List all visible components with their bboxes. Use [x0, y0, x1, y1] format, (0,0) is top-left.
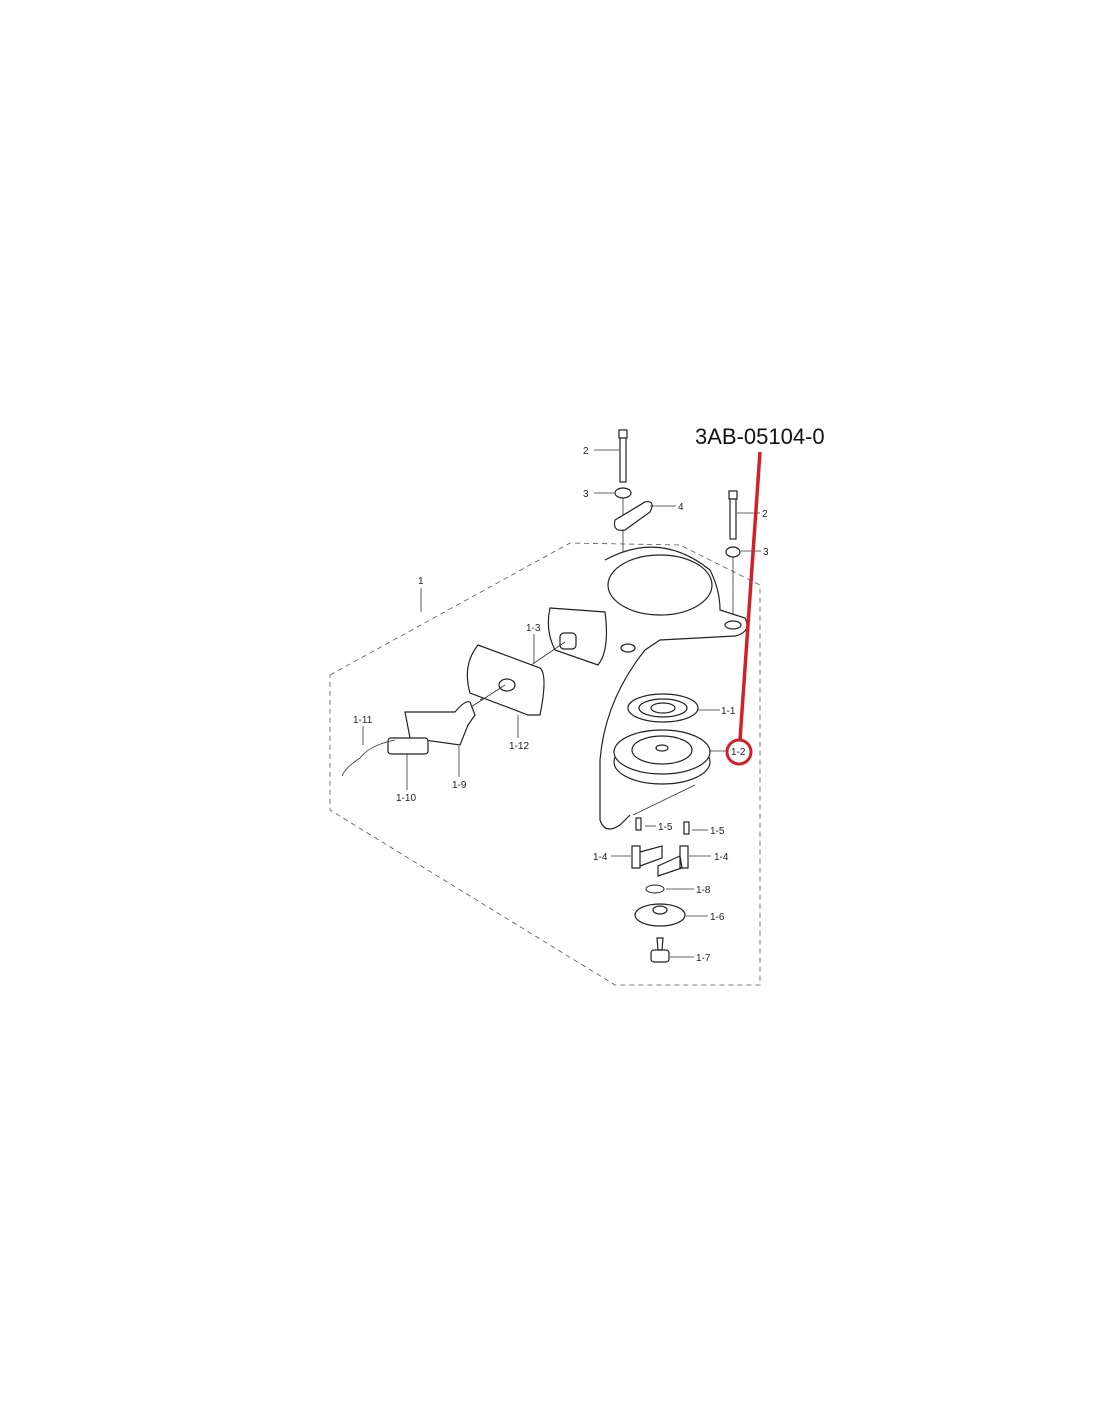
callout-spring-small-left: 1-5 — [658, 822, 673, 833]
callout-grommet: 1-3 — [526, 623, 541, 634]
spring-small-right — [683, 821, 690, 835]
handle-insert — [387, 737, 429, 755]
housing-hole — [620, 643, 636, 653]
rope-guide-bracket — [547, 607, 608, 666]
leader-lines — [362, 449, 761, 958]
callout-washer-left: 3 — [583, 489, 589, 500]
washer-right — [725, 546, 741, 558]
handle — [404, 701, 476, 746]
callout-assembly: 1 — [418, 576, 424, 587]
callout-screw: 1-7 — [696, 953, 711, 964]
callout-pawl-right: 1-4 — [714, 852, 729, 863]
highlight-pointer-line — [738, 451, 762, 741]
pawl-right — [657, 845, 689, 877]
callout-washer-right: 3 — [763, 547, 769, 558]
grommet — [559, 632, 577, 650]
bolt-right — [728, 490, 738, 540]
callout-pulley: 1-2 — [731, 747, 746, 758]
callout-pawl-left: 1-4 — [593, 852, 608, 863]
washer-left — [614, 487, 632, 499]
pulley — [613, 729, 711, 785]
callout-clip: 1-11 — [353, 715, 373, 726]
callout-handle-insert: 1-10 — [396, 793, 416, 804]
callout-guide: 1-12 — [509, 741, 529, 752]
callout-handle: 1-9 — [452, 780, 467, 791]
callout-bolt-right: 2 — [762, 509, 768, 520]
callout-ring: 1-8 — [696, 885, 711, 896]
callout-drive-plate: 1-6 — [710, 912, 725, 923]
housing-cover — [607, 554, 713, 616]
screw — [650, 937, 670, 963]
spring-small-left — [635, 817, 642, 831]
callout-spring: 1-1 — [721, 706, 736, 717]
part-number-label: 3AB-05104-0 — [695, 424, 825, 449]
callout-plate: 4 — [678, 502, 684, 513]
bolt-left — [618, 429, 628, 483]
housing-hole — [724, 620, 742, 630]
assembly-boundary — [329, 542, 761, 986]
callout-spring-small-right: 1-5 — [710, 826, 725, 837]
drive-plate — [634, 903, 686, 927]
plate — [613, 501, 653, 531]
callout-bolt-left: 2 — [583, 446, 589, 457]
rope-end — [341, 739, 396, 777]
recoil-spring — [627, 693, 699, 723]
starter-housing — [599, 546, 748, 830]
pawl-left — [631, 845, 663, 869]
highlight-circle — [725, 738, 753, 766]
ring — [645, 884, 665, 894]
